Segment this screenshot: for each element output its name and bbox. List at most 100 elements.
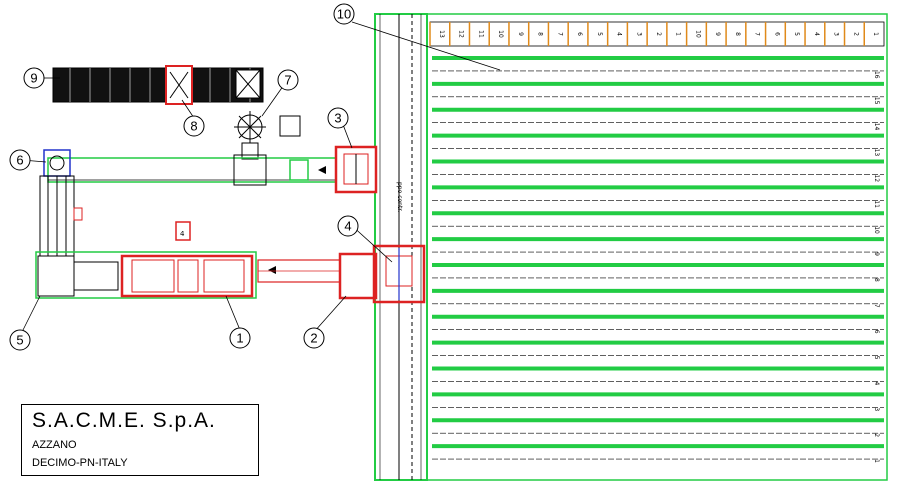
header-cell-label: 5: [793, 32, 800, 36]
callout-label: 8: [190, 119, 197, 134]
header-cell-label: 9: [517, 32, 524, 36]
black-conveyor-9: [52, 65, 264, 105]
callout-leaders: [21, 21, 501, 333]
callout-1: 1: [229, 327, 251, 349]
lane-row: 3: [432, 392, 884, 411]
upper-conveyor: [47, 145, 378, 194]
header-cell-label: 2: [852, 32, 859, 36]
lane-number: 4: [873, 381, 880, 385]
lane-number: 6: [873, 330, 880, 334]
callout-5: 5: [9, 329, 31, 351]
lane-row: 8: [432, 263, 884, 282]
lane-number: 16: [873, 71, 880, 79]
header-cell: 4: [804, 22, 820, 46]
header-cell: 1: [666, 22, 682, 46]
header-cell-label: 13: [438, 30, 445, 38]
header-cell-label: 2: [655, 32, 662, 36]
header-cell-label: 8: [734, 32, 741, 36]
callout-6: 6: [9, 149, 31, 171]
header-cell: 10: [488, 22, 504, 46]
header-cell-label: 10: [497, 30, 504, 38]
lane-number: 7: [873, 304, 880, 308]
lane-row: 10: [432, 211, 884, 234]
header-cell: 1: [863, 22, 879, 46]
header-cell: 5: [587, 22, 603, 46]
lane-row: 9: [432, 237, 884, 256]
callout-label: 4: [344, 219, 351, 234]
lane-number: 3: [873, 407, 880, 411]
lane-number: 5: [873, 356, 880, 360]
company-name: S.A.C.M.E. S.p.A.: [32, 409, 216, 432]
lane-number: 8: [873, 278, 880, 282]
lane-number: 11: [873, 200, 880, 208]
lane-row: 14: [432, 107, 884, 131]
callout-2: 2: [303, 327, 325, 349]
header-cell: 9: [705, 22, 721, 46]
lane-number: 15: [873, 97, 880, 105]
company-city: AZZANO: [32, 439, 77, 451]
header-cell: 13: [429, 22, 445, 46]
header-cell-label: 12: [458, 30, 465, 38]
header-cell: 6: [764, 22, 780, 46]
callout-label: 10: [337, 7, 351, 22]
lane-row: 6: [432, 314, 884, 334]
rotary-unit-7: [234, 111, 301, 160]
lane-number: 2: [873, 433, 880, 437]
callout-label: 2: [310, 331, 317, 346]
lane-number: 1: [873, 459, 880, 463]
header-cell-label: 8: [537, 32, 544, 36]
header-cell: 2: [843, 22, 859, 46]
header-cell-label: 3: [635, 32, 642, 36]
header-cell: 5: [784, 22, 800, 46]
header-cell: 9: [508, 22, 524, 46]
callout-7: 7: [277, 69, 299, 91]
header-cell: 6: [567, 22, 583, 46]
header-cell: 2: [646, 22, 662, 46]
header-cell: 3: [626, 22, 642, 46]
lane-row: 12: [432, 159, 884, 182]
callout-label: 3: [334, 111, 341, 126]
header-cell: 10: [685, 22, 701, 46]
header-cell-label: 11: [477, 30, 484, 38]
header-cell-label: 7: [556, 32, 563, 36]
header-cell-label: 7: [754, 32, 761, 36]
header-cell: 11: [468, 22, 484, 46]
title-block: S.A.C.M.E. S.p.A. AZZANO DECIMO-PN-ITALY: [21, 404, 259, 476]
lane-number: 14: [873, 123, 880, 131]
lane-row: 16: [432, 56, 884, 79]
lower-line: [35, 221, 426, 304]
lane-row: 4: [432, 366, 884, 385]
lane-number: 12: [873, 174, 880, 182]
callout-label: 7: [284, 73, 291, 88]
header-cell-label: 10: [694, 30, 701, 38]
lane-row: 13: [432, 133, 884, 156]
lane-number: 9: [873, 252, 880, 256]
header-cell-label: 6: [773, 32, 780, 36]
callout-8: 8: [183, 115, 205, 137]
company-region: DECIMO-PN-ITALY: [32, 457, 128, 469]
header-cell-label: 1: [675, 32, 682, 36]
small-box-label: 4: [180, 230, 185, 238]
header-cell: 12: [448, 22, 465, 46]
callout-10: 10: [333, 3, 355, 25]
callout-9: 9: [23, 67, 45, 89]
lane-row: 2: [432, 418, 884, 437]
callout-label: 1: [236, 331, 243, 346]
callout-label: 9: [30, 71, 37, 86]
header-cell: 8: [725, 22, 741, 46]
header-cell-label: 4: [813, 32, 820, 36]
callouts: 10 9 8 7 6 3 4 5 1 2: [9, 3, 359, 351]
lane-number: 10: [873, 226, 880, 234]
header-cell-label: 1: [872, 32, 879, 36]
header-cell-label: 3: [833, 32, 840, 36]
header-cell-label: 4: [616, 32, 623, 36]
header-cell: 4: [606, 22, 623, 46]
header-cell: 8: [527, 22, 544, 46]
lane-row: 15: [432, 81, 884, 105]
header-cell: 7: [745, 22, 761, 46]
lane-row: 11: [432, 185, 884, 208]
